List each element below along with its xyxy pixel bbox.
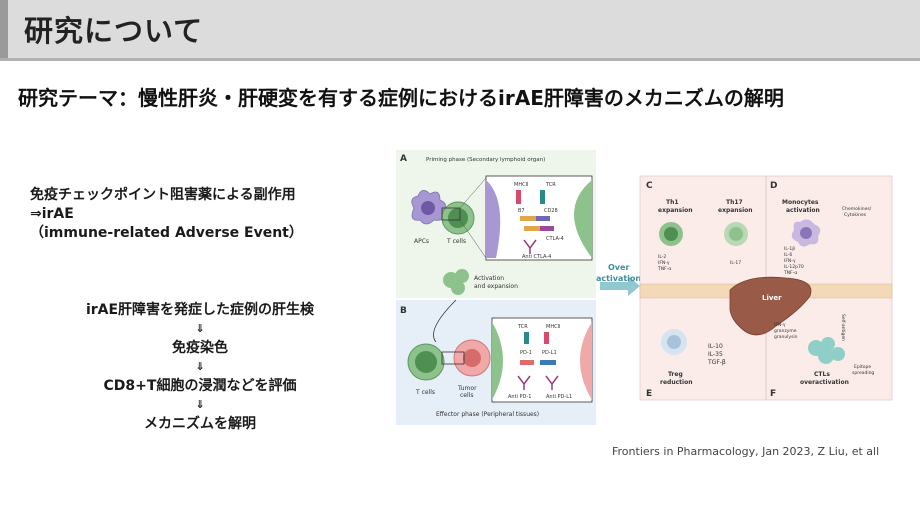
mechanism-figure: A Priming phase (Secondary lymphoid orga…: [396, 150, 893, 425]
over-activation-arrow: [600, 276, 640, 296]
epitope-label-1: Epitope: [854, 364, 871, 370]
th17-cell-icon: [724, 222, 748, 246]
panel-a-title: Priming phase (Secondary lymphoid organ): [426, 157, 545, 163]
slide-title: 研究について: [24, 14, 204, 48]
intro-line-1: 免疫チェックポイント阻害薬による副作用: [30, 187, 296, 203]
th17-cytokine: IL-17: [730, 260, 741, 266]
b7-label: B7: [518, 208, 525, 214]
cd28-label: CD28: [544, 208, 558, 214]
ctl-cytokine-3: granulysin: [774, 334, 798, 340]
flow-arrow-2: ⇓: [195, 360, 205, 373]
flow-step-2: 免疫染色: [172, 340, 228, 356]
mono-cytokine-5: TNF-α: [783, 270, 797, 276]
activation-label-1: Activation: [474, 275, 504, 282]
mono-cytokine-4: IL-12p70: [784, 264, 804, 270]
treg-label-1: Treg: [668, 371, 683, 378]
panel-a-letter: A: [400, 154, 407, 164]
liver-icon: [729, 276, 812, 336]
over-activation-label-1: Over: [608, 263, 629, 272]
t-cell-icon-b: [407, 343, 445, 381]
th1-label-2: expansion: [658, 207, 693, 214]
tumor-label-2: cells: [460, 392, 473, 399]
t-cell-cluster-icon: [443, 269, 469, 295]
flow-step-3: CD8+T細胞の浸潤などを評価: [103, 378, 297, 394]
treg-label-2: reduction: [660, 379, 692, 386]
mono-cytokine-1: IL-1β: [784, 246, 795, 252]
mono-cytokine-3: IFN-γ: [784, 258, 796, 264]
monocyte-icon: [791, 219, 821, 247]
tcr-label-a: TCR: [545, 182, 556, 188]
flow-step-1: irAE肝障害を発症した症例の肝生検: [85, 302, 315, 318]
ctl-cytokine-2: granzyme: [774, 328, 797, 334]
intro-block: 免疫チェックポイント阻害薬による副作用 ⇒irAE （immune-relate…: [30, 186, 303, 243]
th17-label-2: expansion: [718, 207, 753, 214]
tumor-label-1: Tumor: [457, 385, 477, 392]
ctl-cytokine-1: IFN-γ: [774, 322, 786, 328]
ctl-label-2: overactivation: [800, 379, 849, 386]
liver-label: Liver: [762, 294, 782, 302]
tcells-label-b: T cells: [415, 389, 435, 396]
treg-cell-icon: [661, 329, 687, 355]
over-activation-label-2: activation: [596, 274, 641, 283]
mhcii-label-a: MHCII: [514, 182, 529, 188]
th1-cytokine-2: IFN-γ: [658, 260, 670, 266]
th1-cytokine-3: TNF-α: [657, 266, 671, 272]
treg-cytokine-2: IL-35: [708, 351, 723, 358]
flow-arrow-1: ⇓: [195, 322, 205, 335]
tumor-cell-icon: [453, 339, 491, 377]
th1-cytokine-1: IL-2: [658, 254, 666, 260]
anti-pdl1-label: Anti PD-L1: [546, 394, 572, 400]
mono-cytokine-2: IL-6: [784, 252, 792, 258]
th1-label-1: Th1: [666, 199, 679, 206]
mhcii-label-b: MHCII: [546, 324, 561, 330]
panel-b-letter: B: [400, 306, 407, 316]
apc-cell-icon: [411, 190, 446, 225]
anti-ctla4-label: Anti CTLA-4: [522, 254, 551, 260]
title-bar: 研究について: [0, 0, 920, 58]
title-accent: [0, 0, 8, 58]
apcs-label: APCs: [414, 238, 429, 245]
monocytes-label-2: activation: [786, 207, 820, 214]
panel-f-letter: F: [770, 389, 776, 399]
monocytes-label-1: Monocytes: [782, 199, 819, 206]
process-flow: irAE肝障害を発症した症例の肝生検 ⇓ 免疫染色 ⇓ CD8+T細胞の浸潤など…: [40, 300, 360, 434]
th1-cell-icon: [659, 222, 683, 246]
ctl-label-1: CTLs: [814, 371, 830, 378]
panel-d-letter: D: [770, 181, 777, 191]
chemokines-label-1: Chemokines/: [842, 206, 872, 212]
panel-c-letter: C: [646, 181, 653, 191]
panel-b-footer: Effector phase (Peripheral tissues): [436, 411, 539, 418]
intro-line-2: ⇒irAE: [30, 206, 74, 222]
intro-line-3: （immune-related Adverse Event）: [30, 225, 303, 241]
research-theme: 研究テーマ：慢性肝炎・肝硬変を有する症例におけるirAE肝障害のメカニズムの解明: [18, 86, 784, 110]
tcells-label-a: T cells: [446, 238, 466, 245]
t-cell-icon-a: [441, 201, 475, 235]
ctl-cluster-icon: [808, 337, 845, 364]
tcr-label-b: TCR: [517, 324, 528, 330]
flow-arrow-3: ⇓: [195, 398, 205, 411]
title-divider: [0, 58, 920, 61]
self-antigen-label: Self-antigen: [840, 314, 846, 341]
ctla4-label: CTLA-4: [546, 236, 564, 242]
th17-label-1: Th17: [726, 199, 743, 206]
pdl1-label: PD-L1: [542, 350, 557, 356]
epitope-label-2: spreading: [852, 370, 874, 376]
citation: Frontiers in Pharmacology, Jan 2023, Z L…: [612, 445, 880, 458]
pd1-label: PD-1: [520, 350, 532, 356]
flow-step-4: メカニズムを解明: [144, 416, 256, 432]
treg-cytokine-1: IL-10: [708, 343, 723, 350]
anti-pd1-label: Anti PD-1: [508, 394, 531, 400]
zoom-box-a: [441, 207, 461, 221]
treg-cytokine-3: TGF-β: [707, 359, 726, 366]
activation-label-2: and expansion: [474, 283, 518, 290]
chemokines-label-2: Cytokines: [844, 212, 867, 218]
zoom-box-b: [441, 351, 465, 365]
panel-e-letter: E: [646, 389, 652, 399]
